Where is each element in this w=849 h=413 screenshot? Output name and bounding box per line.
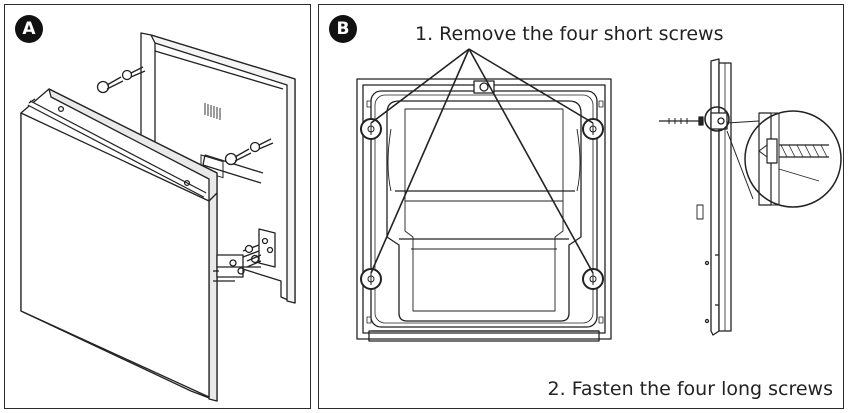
- screw-icon: [659, 116, 704, 126]
- magnifier-detail: [726, 110, 842, 208]
- panel-a-badge: A: [15, 15, 43, 43]
- screw-icon: [96, 66, 146, 94]
- panel-b: B 1. Remove the four short screws 2. Fas…: [318, 4, 844, 409]
- screw-icon: [224, 138, 274, 166]
- step-2-instruction: 2. Fasten the four long screws: [547, 378, 833, 400]
- panel-a: A: [4, 4, 311, 409]
- step-1-instruction: 1. Remove the four short screws: [415, 23, 724, 45]
- door-inner-view-drawing: [356, 48, 842, 342]
- screw-icon: [213, 244, 262, 282]
- panel-b-badge: B: [329, 15, 357, 43]
- door-panel-exploded-drawing: [20, 32, 296, 402]
